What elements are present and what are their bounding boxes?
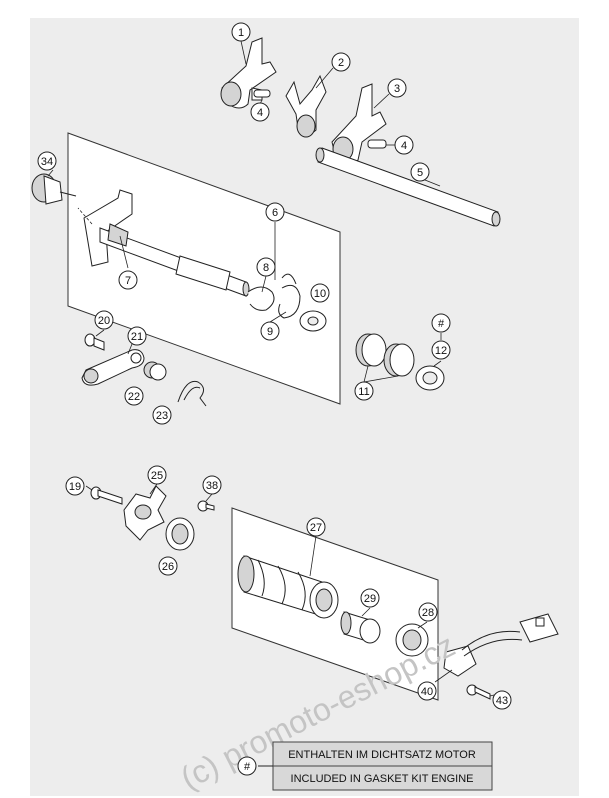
- callout-hash: #: [431, 313, 451, 333]
- callout-4a: 4: [250, 102, 270, 122]
- callout-28: 28: [418, 602, 438, 622]
- callout-34: 34: [37, 151, 57, 171]
- svg-text:11: 11: [358, 386, 369, 398]
- svg-text:29: 29: [364, 593, 376, 605]
- svg-text:22: 22: [128, 391, 140, 403]
- bolt-38: [197, 500, 215, 512]
- washer-10: [299, 310, 327, 332]
- svg-text:38: 38: [206, 480, 218, 492]
- callout-19: 19: [65, 476, 85, 496]
- callout-20: 20: [94, 310, 114, 330]
- callout-11: 11: [354, 381, 374, 401]
- ring-28: [395, 623, 429, 657]
- callout-7: 7: [118, 270, 138, 290]
- svg-text:9: 9: [267, 326, 273, 338]
- legend-symbol: #: [244, 761, 251, 773]
- svg-text:28: 28: [422, 607, 434, 619]
- shift-star-25: [123, 485, 167, 541]
- bolt-20: [84, 333, 105, 351]
- callout-2: 2: [331, 52, 351, 72]
- clip-9: [247, 273, 301, 319]
- svg-text:21: 21: [131, 331, 143, 343]
- bolt-43: [466, 684, 491, 700]
- callout-4b: 4: [394, 135, 414, 155]
- svg-text:1: 1: [238, 27, 244, 39]
- shift-shaft: [83, 189, 250, 297]
- shift-fork-2: [285, 74, 327, 138]
- seal-ring-12: [415, 365, 445, 391]
- svg-text:#: #: [438, 318, 445, 330]
- callout-6: 6: [265, 202, 285, 222]
- bolt-19: [90, 486, 123, 505]
- svg-text:25: 25: [151, 470, 163, 482]
- callout-5: 5: [410, 162, 430, 182]
- bushing-22: [143, 361, 167, 381]
- legend: # ENTHALTEN IM DICHTSATZ MOTOR INCLUDED …: [237, 741, 493, 791]
- callout-21: 21: [127, 326, 147, 346]
- callout-27: 27: [306, 517, 326, 537]
- svg-text:8: 8: [263, 262, 269, 274]
- callout-23: 23: [152, 405, 172, 425]
- svg-text:4: 4: [401, 140, 407, 152]
- svg-text:27: 27: [310, 522, 322, 534]
- shift-sensor-34: [31, 173, 77, 205]
- callout-1: 1: [231, 22, 251, 42]
- bearing-29: [340, 611, 381, 644]
- callout-25: 25: [147, 465, 167, 485]
- svg-text:3: 3: [394, 83, 400, 95]
- svg-text:7: 7: [125, 275, 131, 287]
- legend-line-1: ENTHALTEN IM DICHTSATZ MOTOR: [288, 749, 476, 761]
- svg-text:34: 34: [41, 156, 53, 168]
- callout-38: 38: [202, 475, 222, 495]
- svg-text:20: 20: [98, 315, 110, 327]
- callout-26: 26: [158, 556, 178, 576]
- callout-43: 43: [492, 690, 512, 710]
- diagram-background: [30, 18, 579, 796]
- callout-12: 12: [431, 340, 451, 360]
- svg-text:4: 4: [257, 107, 263, 119]
- callout-29: 29: [360, 588, 380, 608]
- svg-text:43: 43: [496, 695, 508, 707]
- svg-text:5: 5: [417, 167, 423, 179]
- callout-22: 22: [124, 386, 144, 406]
- fork-shaft: [315, 147, 501, 227]
- legend-line-2: INCLUDED IN GASKET KIT ENGINE: [291, 773, 474, 785]
- svg-text:6: 6: [272, 207, 278, 219]
- shift-lever-21: [81, 349, 145, 386]
- svg-text:12: 12: [435, 345, 447, 357]
- svg-text:2: 2: [338, 57, 344, 69]
- needle-bearings-11: [355, 333, 415, 377]
- shift-fork-1: [220, 37, 277, 109]
- gear-sensor-40: [443, 613, 559, 677]
- callout-3: 3: [387, 78, 407, 98]
- spring-23: [177, 380, 207, 407]
- svg-text:40: 40: [421, 686, 433, 698]
- leader-lines: [47, 40, 499, 697]
- svg-text:26: 26: [162, 561, 174, 573]
- seal-26: [165, 517, 195, 551]
- svg-text:19: 19: [69, 481, 81, 493]
- callout-10: 10: [310, 283, 330, 303]
- svg-text:10: 10: [314, 288, 326, 300]
- shift-drum-27: [237, 555, 339, 619]
- callout-40: 40: [417, 681, 437, 701]
- callout-9: 9: [260, 321, 280, 341]
- legend-symbol-circle: [237, 756, 257, 776]
- svg-text:23: 23: [156, 410, 168, 422]
- callout-8: 8: [256, 257, 276, 277]
